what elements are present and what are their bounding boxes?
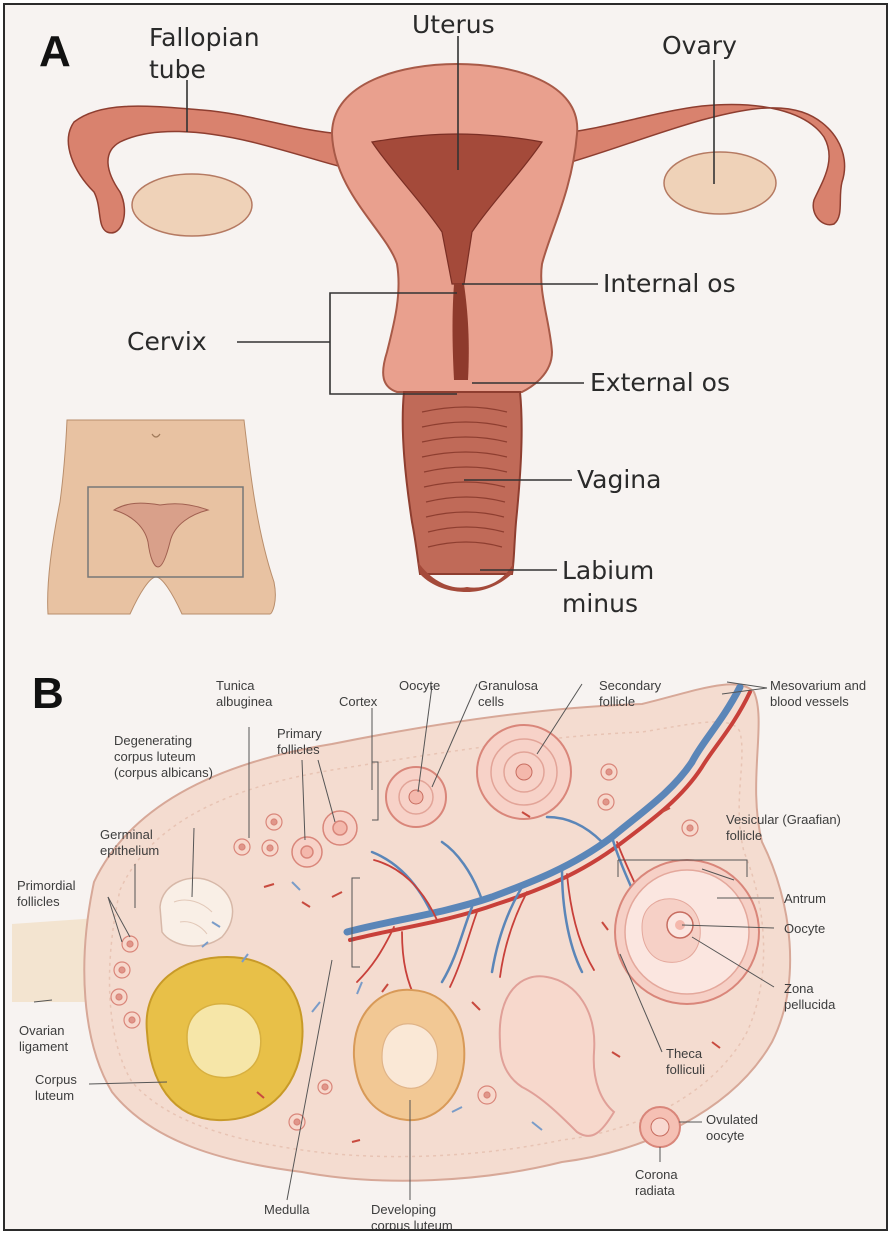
- label-granulosa-line2: cells: [478, 694, 505, 709]
- label-granulosa-line1: Granulosa: [478, 678, 539, 693]
- illustration: A: [5, 5, 888, 1231]
- label-degenerating-line1: Degenerating: [114, 733, 192, 748]
- secondary-follicle: [477, 725, 571, 819]
- label-secondary-line1: Secondary: [599, 678, 662, 693]
- label-corpus-line2: luteum: [35, 1088, 74, 1103]
- vesicular-follicle: [615, 860, 759, 1004]
- label-mesovarium-line2: blood vessels: [770, 694, 849, 709]
- panel-b: B: [12, 669, 866, 1231]
- label-vagina: Vagina: [577, 465, 661, 494]
- label-labium-minus-line1: Labium: [562, 556, 654, 585]
- label-tunica-line1: Tunica: [216, 678, 255, 693]
- label-tunica-line2: albuginea: [216, 694, 273, 709]
- label-mesovarium-line1: Mesovarium and: [770, 678, 866, 693]
- label-cortex: Cortex: [339, 694, 378, 709]
- label-antrum: Antrum: [784, 891, 826, 906]
- left-ovary: [132, 174, 252, 236]
- label-labium-minus-line2: minus: [562, 589, 638, 618]
- label-developing-line2: corpus luteum: [371, 1218, 453, 1231]
- corpus-albicans: [160, 878, 233, 946]
- label-secondary-line2: follicle: [599, 694, 635, 709]
- label-developing-line1: Developing: [371, 1202, 436, 1217]
- label-oocyte-right: Oocyte: [784, 921, 825, 936]
- label-primordial-line2: follicles: [17, 894, 60, 909]
- label-corona-line1: Corona: [635, 1167, 678, 1182]
- label-theca-line1: Theca: [666, 1046, 703, 1061]
- label-vesicular-line2: follicle: [726, 828, 762, 843]
- label-primordial-line1: Primordial: [17, 878, 76, 893]
- label-corona-line2: radiata: [635, 1183, 676, 1198]
- panel-a: A: [39, 10, 845, 618]
- label-fallopian-tube-line1: Fallopian: [149, 23, 260, 52]
- label-primary-line1: Primary: [277, 726, 322, 741]
- panel-b-letter: B: [32, 669, 64, 718]
- label-degenerating-line3: (corpus albicans): [114, 765, 213, 780]
- label-vesicular-line1: Vesicular (Graafian): [726, 812, 841, 827]
- developing-corpus-luteum: [354, 990, 464, 1120]
- label-medulla: Medulla: [264, 1202, 310, 1217]
- label-theca-line2: folliculi: [666, 1062, 705, 1077]
- label-zona-line1: Zona: [784, 981, 814, 996]
- label-primary-line2: follicles: [277, 742, 320, 757]
- corpus-luteum: [147, 957, 303, 1120]
- ovulated-oocyte: [640, 1107, 680, 1147]
- label-germinal-line2: epithelium: [100, 843, 159, 858]
- label-cervix: Cervix: [127, 327, 207, 356]
- label-internal-os: Internal os: [603, 269, 736, 298]
- label-degenerating-line2: corpus luteum: [114, 749, 196, 764]
- label-external-os: External os: [590, 368, 730, 397]
- inset-body: [48, 420, 276, 614]
- label-ovulated-line1: Ovulated: [706, 1112, 758, 1127]
- label-germinal-line1: Germinal: [100, 827, 153, 842]
- label-uterus: Uterus: [412, 10, 495, 39]
- label-corpus-line1: Corpus: [35, 1072, 77, 1087]
- label-fallopian-tube-line2: tube: [149, 55, 206, 84]
- label-ovulated-line2: oocyte: [706, 1128, 744, 1143]
- label-ovarian-line2: ligament: [19, 1039, 69, 1054]
- panel-a-letter: A: [39, 27, 71, 76]
- label-ovarian-line1: Ovarian: [19, 1023, 65, 1038]
- label-ovary: Ovary: [662, 31, 737, 60]
- right-ovary: [664, 152, 776, 214]
- label-zona-line2: pellucida: [784, 997, 836, 1012]
- label-oocyte-top: Oocyte: [399, 678, 440, 693]
- vagina: [403, 392, 522, 574]
- figure-frame: A: [3, 3, 888, 1231]
